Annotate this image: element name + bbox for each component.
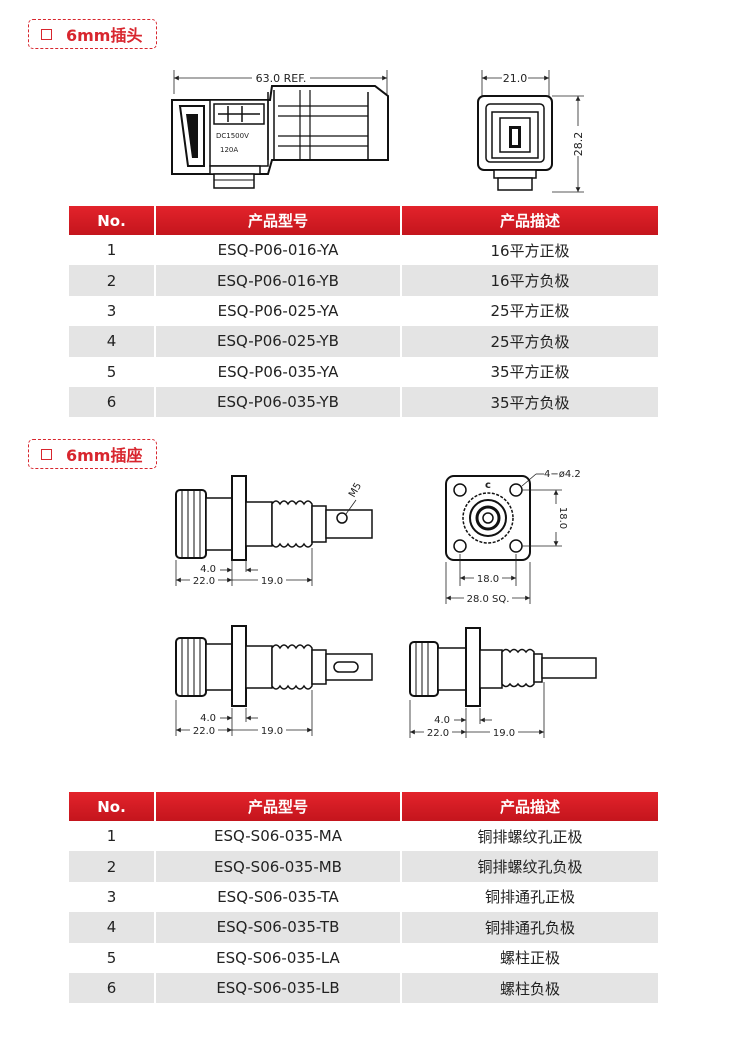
cell-model: ESQ-P06-016-YA bbox=[155, 235, 402, 266]
dim-a: 4.0 bbox=[434, 715, 450, 726]
logo-mark: c bbox=[485, 480, 491, 491]
dim-c: 19.0 bbox=[261, 726, 283, 737]
cell-desc: 铜排通孔负极 bbox=[401, 912, 658, 943]
cell-model: ESQ-P06-016-YB bbox=[155, 265, 402, 296]
dim-c: 19.0 bbox=[261, 576, 283, 587]
dim-b: 22.0 bbox=[193, 576, 215, 587]
cell-no: 1 bbox=[69, 235, 156, 266]
dim-pitch-vertical: 18.0 bbox=[557, 507, 568, 529]
cell-model: ESQ-S06-035-TA bbox=[155, 881, 402, 913]
cell-desc: 35平方正极 bbox=[401, 356, 658, 387]
dim-holes: 4−ø4.2 bbox=[544, 469, 581, 480]
col-header-model: 产品型号 bbox=[155, 206, 402, 235]
plug-drawing: 63.0 REF. DC1500V 120A 21.0 28.2 bbox=[171, 70, 585, 193]
label-voltage: DC1500V bbox=[216, 132, 249, 140]
dim-a: 4.0 bbox=[200, 713, 216, 724]
socket-front-view: c 4−ø4.2 18.0 18.0 28.0 SQ. bbox=[445, 469, 581, 605]
dim-square: 28.0 SQ. bbox=[467, 594, 510, 605]
cell-no: 4 bbox=[69, 326, 156, 357]
cell-model: ESQ-P06-025-YB bbox=[155, 326, 402, 357]
cell-no: 4 bbox=[69, 912, 156, 943]
cell-no: 3 bbox=[69, 295, 156, 327]
cell-no: 5 bbox=[69, 942, 156, 973]
dim-c: 19.0 bbox=[493, 728, 515, 739]
cell-no: 2 bbox=[69, 851, 156, 882]
col-header-no: No. bbox=[69, 792, 156, 821]
cell-model: ESQ-P06-035-YB bbox=[155, 386, 402, 418]
cell-no: 3 bbox=[69, 881, 156, 913]
cell-model: ESQ-P06-025-YA bbox=[155, 295, 402, 327]
socket-side-view-stud: 4.0 22.0 19.0 bbox=[409, 627, 597, 739]
section-title-text: 6mm插座 bbox=[66, 446, 143, 465]
cell-desc: 25平方负极 bbox=[401, 326, 658, 357]
cell-model: ESQ-S06-035-MB bbox=[155, 851, 402, 882]
cell-no: 5 bbox=[69, 356, 156, 387]
cell-model: ESQ-S06-035-LB bbox=[155, 972, 402, 1004]
cell-desc: 铜排螺纹孔负极 bbox=[401, 851, 658, 882]
label-current: 120A bbox=[220, 146, 238, 154]
cell-desc: 16平方负极 bbox=[401, 265, 658, 296]
socket-side-view-threaded: M5 4.0 22.0 19.0 bbox=[175, 475, 373, 587]
cell-desc: 16平方正极 bbox=[401, 235, 658, 266]
section-title-socket: 6mm插座 bbox=[28, 439, 158, 469]
col-header-desc: 产品描述 bbox=[401, 206, 658, 235]
col-header-model: 产品型号 bbox=[155, 792, 402, 821]
cell-model: ESQ-S06-035-MA bbox=[155, 821, 402, 852]
dim-width: 21.0 bbox=[503, 72, 528, 85]
cell-desc: 螺柱正极 bbox=[401, 942, 658, 973]
socket-side-view-through-hole: 4.0 22.0 19.0 bbox=[175, 625, 373, 737]
dim-length: 63.0 REF. bbox=[256, 72, 307, 85]
cell-desc: 螺柱负极 bbox=[401, 972, 658, 1004]
cell-no: 1 bbox=[69, 821, 156, 852]
checkbox-icon bbox=[41, 448, 52, 460]
dim-a: 4.0 bbox=[200, 564, 216, 575]
checkbox-icon bbox=[41, 28, 52, 40]
dim-thread: M5 bbox=[347, 481, 364, 499]
cell-desc: 铜排通孔正极 bbox=[401, 881, 658, 913]
col-header-no: No. bbox=[69, 206, 156, 235]
dim-pitch-horizontal: 18.0 bbox=[477, 574, 499, 585]
cell-desc: 铜排螺纹孔正极 bbox=[401, 821, 658, 852]
dim-height: 28.2 bbox=[572, 132, 585, 157]
socket-drawing: M5 4.0 22.0 19.0 c 4−ø4.2 18.0 bbox=[175, 469, 597, 739]
cell-no: 6 bbox=[69, 972, 156, 1004]
section-title-text: 6mm插头 bbox=[66, 26, 143, 45]
col-header-desc: 产品描述 bbox=[401, 792, 658, 821]
section-title-plug: 6mm插头 bbox=[28, 19, 158, 49]
cell-model: ESQ-S06-035-TB bbox=[155, 912, 402, 943]
cell-model: ESQ-S06-035-LA bbox=[155, 942, 402, 973]
dim-b: 22.0 bbox=[193, 726, 215, 737]
cell-no: 2 bbox=[69, 265, 156, 296]
cell-model: ESQ-P06-035-YA bbox=[155, 356, 402, 387]
dim-b: 22.0 bbox=[427, 728, 449, 739]
cell-no: 6 bbox=[69, 386, 156, 418]
cell-desc: 25平方正极 bbox=[401, 295, 658, 327]
cell-desc: 35平方负极 bbox=[401, 386, 658, 418]
